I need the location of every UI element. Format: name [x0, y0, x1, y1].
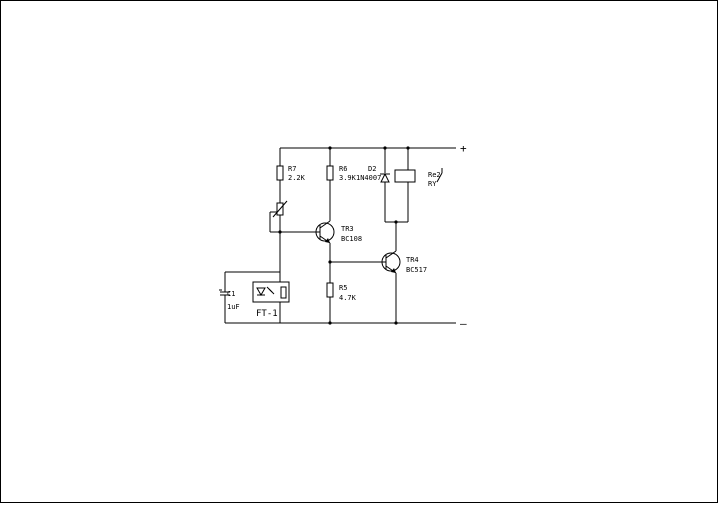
transistor-tr3	[315, 220, 335, 244]
ft1-ref: FT-1	[256, 309, 278, 319]
trimmer-resistor	[269, 200, 288, 232]
tr4-ref: TR4	[406, 256, 419, 264]
r7-ref: R7	[288, 165, 296, 173]
junction-dot	[383, 146, 387, 150]
junction-dot	[328, 321, 332, 325]
resistor-r5	[326, 282, 334, 323]
r6-ref: R6	[339, 165, 347, 173]
negative-terminal-label: –	[460, 317, 467, 330]
light-sensor-ft1	[252, 272, 290, 323]
r6-value: 3.9K	[339, 174, 357, 182]
r5-ref: R5	[339, 284, 347, 292]
resistor-r7	[276, 148, 284, 203]
resistor-r6	[326, 148, 334, 221]
d2-ref: D2	[368, 165, 376, 173]
c1-ref: C1	[227, 290, 235, 298]
junction-dot	[394, 321, 398, 325]
tr4-value: BC517	[406, 266, 427, 274]
positive-terminal-label: +	[460, 142, 467, 155]
junction-dot	[406, 146, 410, 150]
junction-dot	[328, 146, 332, 150]
d2-value: 1N4007	[356, 174, 381, 182]
capacitor-c1	[219, 271, 280, 323]
r5-value: 4.7K	[339, 294, 357, 302]
r7-value: 2.2K	[288, 174, 306, 182]
transistor-tr4	[381, 220, 401, 323]
c1-value: 1uF	[227, 303, 240, 311]
re2-ref: Re2	[428, 171, 441, 179]
relay-re2	[394, 148, 443, 223]
tr3-ref: TR3	[341, 225, 354, 233]
re2-value: RY	[428, 180, 437, 188]
diode-d2	[380, 148, 396, 223]
tr3-value: BC108	[341, 235, 362, 243]
